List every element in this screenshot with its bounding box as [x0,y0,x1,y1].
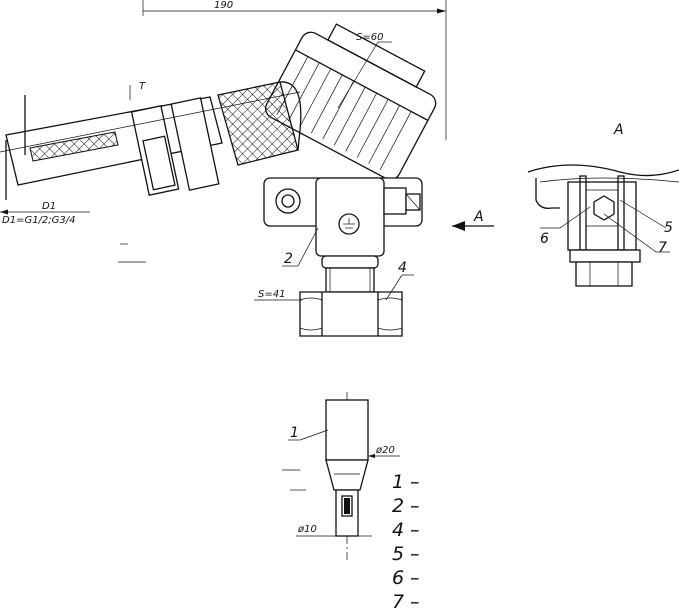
legend-item: 2 – [392,495,420,517]
legend-num: 7 [392,591,404,613]
parts-legend: 1 – 2 – 4 – 5 – 6 – 7 – [392,471,420,613]
probe-detail: 1 ø20 ø10 [288,392,400,560]
cable-gland: T [0,81,302,196]
legend-num: 6 [392,567,404,589]
dim-cover-wrench-text: S=60 [356,32,383,43]
leader-4: 4 [385,260,414,301]
legend-item: 1 – [392,471,420,493]
legend-dash: – [410,567,420,589]
part-5-label: 5 [664,220,673,236]
view-a: A 6 5 7 [527,122,679,287]
legend-dash: – [410,543,420,565]
view-arrow-a: A [452,209,494,231]
legend-num: 2 [392,495,404,517]
legend-dash: – [410,495,420,517]
legend-item: 5 – [392,543,420,565]
dim-thread-text: D1=G1/2;G3/4 [2,215,76,226]
legend-num: 1 [392,471,404,493]
legend-item: 6 – [392,567,420,589]
legend-num: 5 [392,543,404,565]
dim-d1-text: D1 [42,201,56,212]
legend-dash: – [410,519,420,541]
label-t: T [139,81,146,92]
dim-probe-diameter-text: ø10 [297,524,317,535]
head-cover: S=60 [265,23,437,181]
legend-dash: – [410,471,420,493]
dim-tip-diameter-text: ø20 [375,445,395,456]
part-7-label: 7 [658,240,667,256]
dim-s41: S=41 [254,289,302,301]
left-section: D1 D1=G1/2;G3/4 [0,95,90,226]
stem-and-nut [299,255,403,337]
part-2-label: 2 [284,251,293,267]
legend-num: 4 [392,519,404,541]
part-4-label: 4 [398,260,407,276]
dim-nut-wrench-text: S=41 [258,289,285,300]
legend-item: 4 – [392,519,420,541]
legend-item: 7 – [392,591,420,613]
part-1-label: 1 [290,425,299,441]
dim-length-text: 190 [214,0,233,11]
arrow-label-a: A [473,209,484,225]
smudged-marks [118,243,306,491]
housing-body [263,177,423,257]
legend-dash: – [410,591,420,613]
dimension-190: 190 [142,0,447,140]
view-a-label: A [613,122,624,138]
part-6-label: 6 [540,231,549,247]
leader-2: 2 [282,227,319,267]
